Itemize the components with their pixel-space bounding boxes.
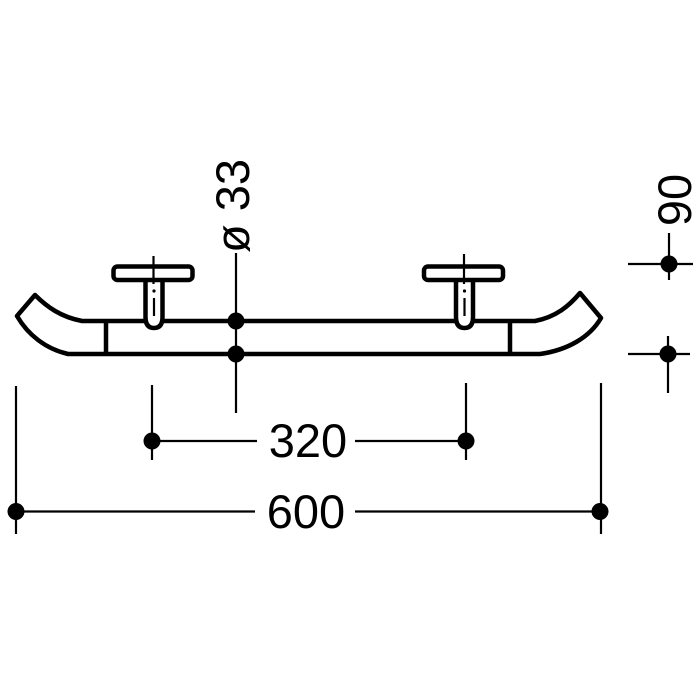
left-mounting-bracket <box>111 256 195 331</box>
fixing-point-left <box>143 432 161 450</box>
right-mounting-bracket <box>421 254 506 331</box>
grab-bar-outline <box>14 290 604 357</box>
left-stem-axis-dot <box>152 289 156 293</box>
length-point-left <box>7 503 25 520</box>
depth-dimension-label: 90 <box>648 174 700 226</box>
diameter-dimension: ø 33 <box>206 159 259 413</box>
depth-dimension: 90 <box>628 174 700 393</box>
overall-length-dimension: 600 <box>7 383 609 538</box>
fixing-point-right <box>457 432 475 450</box>
grab-bar <box>14 290 604 357</box>
diameter-dimension-label: ø 33 <box>206 159 259 253</box>
length-point-right <box>591 503 609 520</box>
depth-point-top <box>660 255 678 273</box>
diameter-point-bottom <box>227 345 245 363</box>
diameter-point-top <box>227 312 245 330</box>
fixing-distance-dimension: 320 <box>143 383 475 467</box>
depth-point-bottom <box>659 345 677 363</box>
right-stem-axis-dot <box>462 289 467 293</box>
fixing-dimension-label: 320 <box>269 414 347 467</box>
length-dimension-label: 600 <box>267 485 345 538</box>
